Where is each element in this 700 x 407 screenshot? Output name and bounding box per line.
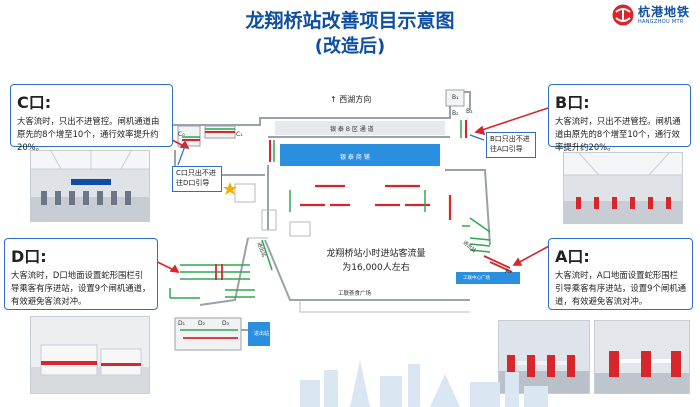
exit-label: D₁ [178, 320, 186, 327]
note-d: D口: 大客流时，D口地面设置蛇形围栏引导乘客有序进站，设置9个闸机通道，有效避… [4, 238, 158, 310]
logo-name-en: HANGZHOU MTR [637, 18, 684, 25]
exit-label: C₀ [178, 131, 185, 138]
photo-d-queue [30, 316, 150, 394]
photo-b-gates [563, 152, 683, 224]
corridor-block [275, 121, 445, 135]
square-label: 工联荟食广场 [338, 291, 372, 297]
note-c-title: C口: [17, 93, 52, 112]
note-d-title: D口: [11, 247, 47, 266]
c-exit-tip: C口只出不进往D口引导 [172, 166, 222, 192]
exit-label: B₁ [452, 94, 459, 101]
note-c: C口: 大客流时，只出不进管控。闸机通道由原先的8个增至10个，通行效率提升约2… [10, 84, 173, 152]
direction-label: ↑ 西湖方向 [330, 95, 372, 104]
mall-label: 银 泰 商 铺 [340, 154, 370, 161]
page-subtitle: (改造后) [314, 36, 386, 57]
brand-logo: 杭港地铁 HANGZHOU MTR [612, 4, 690, 26]
mall-block [280, 144, 440, 166]
a-building-label: 工联中心广场 [463, 276, 490, 281]
mtr-logo-icon [612, 4, 634, 26]
skyline-decoration [300, 360, 548, 407]
note-a-title: A口: [555, 247, 590, 266]
photo-a-gates-2 [594, 320, 690, 394]
note-a-text: 大客流时，A口地面设置蛇形围栏引导乘客有序进站，设置9个闸机通道，有效避免客流对… [555, 270, 686, 307]
note-d-text: 大客流时，D口地面设置蛇形围栏引导乘客有序进站，设置9个闸机通道，有效避免客流对… [11, 270, 151, 307]
exit-label: C₁ [236, 131, 243, 138]
note-a: A口: 大客流时，A口地面设置蛇形围栏引导乘客有序进站，设置9个闸机通道，有效避… [548, 238, 693, 310]
flow-text-2: 为16,000人左右 [342, 263, 410, 273]
page-title: 龙翔桥站改善项目示意图 [245, 10, 455, 32]
b-exit-tip: B口只出不进往A口引导 [486, 132, 536, 158]
corridor-label: 银 泰 B 区 通 道 [330, 126, 374, 133]
note-b: B口: 大客流时，只出不进管控。闸机通道由原先的8个增至10个，通行效率提升约2… [548, 84, 691, 152]
exit-label: B₂ [452, 110, 459, 117]
a-exit-block [456, 272, 520, 284]
exit-label: D₃ [222, 320, 230, 327]
exit-label: A₁ [505, 268, 512, 275]
exit-label: D₂ [198, 320, 206, 327]
logo-name-cn: 杭港地铁 [637, 4, 690, 19]
flow-text-1: 龙翔桥站小时进站客流量 [326, 249, 426, 259]
photo-c-gates [30, 150, 150, 222]
exit-label: B₃ [466, 108, 473, 115]
note-b-title: B口: [555, 93, 590, 112]
note-b-text: 大客流时，只出不进管控。闸机通道由原先的8个增至10个，通行效率提升约20%。 [555, 116, 681, 153]
passage-label: 进出站 [254, 331, 270, 337]
note-c-text: 大客流时，只出不进管控。闸机通道由原先的8个增至10个，通行效率提升约20%。 [17, 116, 160, 153]
